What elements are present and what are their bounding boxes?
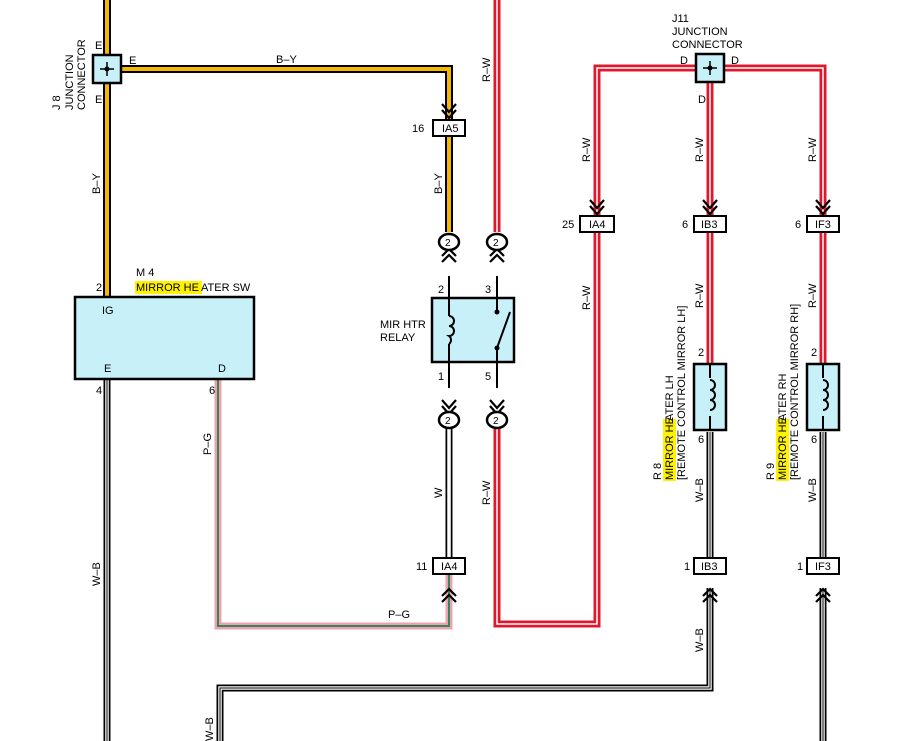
j8-pin-bottom: E <box>95 94 102 106</box>
m4-pin-ig: IG <box>102 305 114 317</box>
r8-subtitle: [REMOTE CONTROL MIRROR LH] <box>676 306 688 480</box>
j11-name-line1: JUNCTION <box>672 26 728 38</box>
label-pg-bottom: P–G <box>388 609 410 621</box>
svg-text:11: 11 <box>416 561 427 573</box>
r9-pin-bottom: 6 <box>811 434 817 446</box>
label-rw-4: R–W <box>581 285 593 310</box>
label-by-top: B–Y <box>276 54 297 66</box>
m4-pin-no-e: 4 <box>96 385 102 397</box>
m4-id: M 4 <box>136 267 154 279</box>
wire-p-g <box>214 380 453 630</box>
wire-w-b <box>103 380 827 741</box>
j8-id: J 8 <box>51 95 63 110</box>
r8-name-rest: ATER LH <box>664 375 676 421</box>
svg-text:1: 1 <box>797 561 803 573</box>
relay-pin-5: 5 <box>485 371 491 383</box>
r8-pin-bottom: 6 <box>698 434 704 446</box>
j8-pin-right: E <box>129 55 136 67</box>
r8-id: R 8 <box>652 463 664 480</box>
m4-pin-e: E <box>104 363 111 375</box>
svg-text:25: 25 <box>562 219 574 231</box>
label-w: W <box>433 487 445 498</box>
svg-text:2: 2 <box>493 238 499 249</box>
connector-ib3-bottom: IB3 1 <box>684 557 727 575</box>
svg-text:2: 2 <box>493 416 499 427</box>
j8-name-line1: JUNCTION <box>64 54 76 110</box>
label-rw-top: R–W <box>481 57 493 82</box>
connector-ia5: IA5 16 <box>412 119 466 137</box>
label-rw-3: R–W <box>807 137 819 162</box>
j8-name-line2: CONNECTOR <box>76 39 88 110</box>
wire-r-w <box>493 0 827 628</box>
svg-text:IF3: IF3 <box>815 561 831 573</box>
svg-text:1: 1 <box>684 561 690 573</box>
m4-pin-no-d: 6 <box>209 385 215 397</box>
svg-text:16: 16 <box>412 123 424 135</box>
svg-text:IA4: IA4 <box>589 219 606 231</box>
svg-text:IA5: IA5 <box>442 123 459 135</box>
r9-name-rest: ATER RH <box>777 373 789 421</box>
junction-connector-j11: J11 JUNCTION CONNECTOR D D D <box>672 13 743 106</box>
r9-pin-top: 2 <box>811 347 817 359</box>
mirror-heater-rh-r9: 2 6 R 9 MIRROR HE ATER RH [REMOTE CONTRO… <box>765 304 841 481</box>
r9-id: R 9 <box>765 463 777 480</box>
svg-text:2: 2 <box>445 238 451 249</box>
label-pg-left: P–G <box>202 433 214 455</box>
j11-id: J11 <box>672 13 689 25</box>
j11-pin-right: D <box>731 55 739 67</box>
relay-pin-2: 2 <box>438 284 444 296</box>
connector-ia4-top: IA4 25 <box>562 215 615 233</box>
m4-name-highlight: MIRROR HE <box>136 282 199 294</box>
relay-pin-1: 1 <box>438 371 444 383</box>
r9-subtitle: [REMOTE CONTROL MIRROR RH] <box>789 304 801 480</box>
label-wb-r8: W–B <box>694 478 706 502</box>
svg-text:6: 6 <box>795 219 801 231</box>
mir-htr-relay: MIR HTR RELAY 2 3 1 5 <box>380 276 516 388</box>
label-by-left: B–Y <box>91 173 103 194</box>
r8-name-highlight: MIRROR HE <box>664 417 676 480</box>
mirror-heater-switch-m4: M 4 MIRROR HE ATER SW 2 IG E D 4 6 <box>73 267 256 397</box>
m4-name-rest: ATER SW <box>201 282 251 294</box>
label-wb-bottom-left: W–B <box>204 717 216 741</box>
j11-name-line2: CONNECTOR <box>672 39 743 51</box>
j11-pin-left: D <box>680 55 688 67</box>
label-rw-7: R–W <box>481 480 493 505</box>
connector-if3-top: IF3 6 <box>795 215 840 233</box>
j8-pin-top: E <box>95 40 102 52</box>
label-rw-1: R–W <box>581 137 593 162</box>
relay-name-line2: RELAY <box>380 332 416 344</box>
r8-pin-top: 2 <box>698 347 704 359</box>
relay-plugs: 2 2 2 2 <box>437 232 509 430</box>
wire-b-y <box>103 0 453 296</box>
label-by-mid: B–Y <box>433 173 445 194</box>
label-rw-5: R–W <box>694 283 706 308</box>
svg-text:IB3: IB3 <box>701 561 718 573</box>
m4-pin-no-top: 2 <box>96 282 102 294</box>
connector-ib3-top: IB3 6 <box>682 215 727 233</box>
connector-ia4-bottom: IA4 11 <box>416 557 466 575</box>
label-wb-r9: W–B <box>807 478 819 502</box>
m4-pin-d: D <box>218 363 226 375</box>
svg-text:2: 2 <box>445 416 451 427</box>
j11-pin-bottom: D <box>698 94 706 106</box>
junction-connector-j8: E E E J 8 JUNCTION CONNECTOR <box>51 39 136 110</box>
r9-name-highlight: MIRROR HE <box>777 417 789 480</box>
svg-text:6: 6 <box>682 219 688 231</box>
connector-if3-bottom: IF3 1 <box>797 557 840 575</box>
label-wb-bottom: W–B <box>694 628 706 652</box>
label-rw-2: R–W <box>694 137 706 162</box>
relay-name-line1: MIR HTR <box>380 319 426 331</box>
svg-text:IF3: IF3 <box>815 219 831 231</box>
svg-text:IA4: IA4 <box>441 561 458 573</box>
wire-labels: B–Y B–Y B–Y R–W R–W R–W R–W R–W R–W R–W … <box>91 54 819 741</box>
label-rw-6: R–W <box>807 283 819 308</box>
svg-text:IB3: IB3 <box>701 219 718 231</box>
label-wb-left: W–B <box>91 562 103 586</box>
relay-pin-3: 3 <box>485 284 491 296</box>
mirror-heater-lh-r8: 2 6 R 8 MIRROR HE ATER LH [REMOTE CONTRO… <box>652 306 728 481</box>
